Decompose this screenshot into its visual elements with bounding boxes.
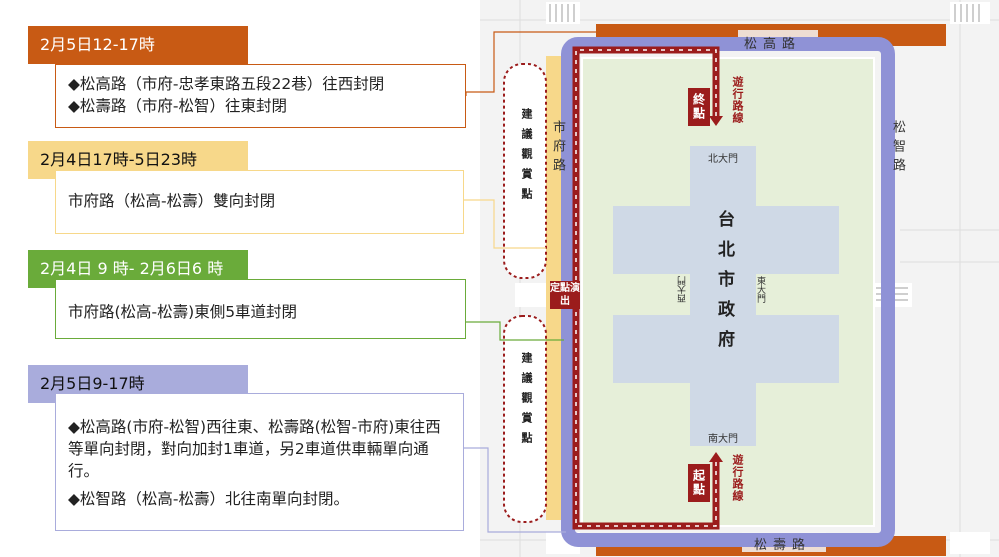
map: 松高路 松壽路 松智路 市府路 台北市政府 北大門 南大門 西大門 東大門 建議… xyxy=(480,0,999,557)
legend-line-4-2: ◆松智路（松高-松壽）北往南單向封閉。 xyxy=(68,490,350,508)
south-gate-label: 南大門 xyxy=(708,434,738,445)
west-gate-label: 西大門 xyxy=(678,276,688,303)
legend-line-4-1: ◆松高路(市府-松智)西往東、松壽路(松智-市府)東往西等單向封閉，對向加封1車… xyxy=(68,418,441,480)
viewing-point-south: 建議觀賞點 xyxy=(520,352,533,452)
legend-box-2: 市府路（松高-松壽）雙向封閉 xyxy=(55,170,464,234)
legend-header-1: 2月5日12-17時 xyxy=(28,26,248,64)
route-label-top: 遊行路線 xyxy=(731,76,744,124)
legend-line-3-1: 市府路(松高-松壽)東側5車道封閉 xyxy=(68,303,298,321)
road-label-north: 松高路 xyxy=(744,37,802,52)
performance-badge: 定點演出 xyxy=(550,281,580,309)
end-point-marker: 終點 xyxy=(688,88,710,126)
legend-connectors xyxy=(464,31,598,533)
legend-line-1-2: ◆松壽路（市府-松智）往東封閉 xyxy=(68,97,288,115)
legend-box-4: ◆松高路(市府-松智)西往東、松壽路(松智-市府)東往西等單向封閉，對向加封1車… xyxy=(55,393,464,531)
legend-header-2: 2月4日17時-5日23時 xyxy=(28,141,248,179)
road-label-east: 松智路 xyxy=(890,120,905,177)
map-canvas xyxy=(480,0,999,557)
north-gate-label: 北大門 xyxy=(708,154,738,165)
route-label-bottom: 遊行路線 xyxy=(731,454,744,502)
road-label-south: 松壽路 xyxy=(754,538,812,553)
legend-box-3: 市府路(松高-松壽)東側5車道封閉 xyxy=(55,279,466,339)
building-name: 台北市政府 xyxy=(714,210,734,360)
east-gate-label: 東大門 xyxy=(755,276,765,303)
road-label-west: 市府路 xyxy=(550,120,565,177)
start-point-marker: 起點 xyxy=(688,464,710,502)
legend-line-1-1: ◆松高路（市府-忠孝東路五段22巷）往西封閉 xyxy=(68,75,385,93)
legend-line-2-1: 市府路（松高-松壽）雙向封閉 xyxy=(68,192,276,210)
viewing-point-north: 建議觀賞點 xyxy=(520,108,533,208)
legend-box-1: ◆松高路（市府-忠孝東路五段22巷）往西封閉 ◆松壽路（市府-松智）往東封閉 xyxy=(55,64,466,128)
